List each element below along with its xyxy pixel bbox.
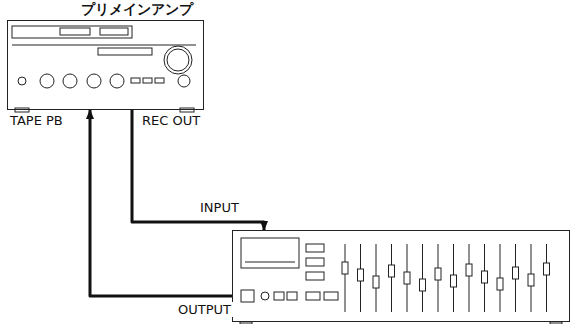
terminal-label: OUTPUT: [176, 302, 233, 317]
device-heading: プリメインアンプ: [81, 2, 193, 17]
terminal-label: TAPE PB: [8, 113, 65, 128]
equalizer-box: [232, 230, 570, 322]
terminal-label: INPUT: [198, 200, 241, 215]
signal-cable: [132, 110, 264, 230]
terminal-label: REC OUT: [140, 113, 202, 128]
amplifier-box: プリメインアンプ: [7, 20, 204, 110]
